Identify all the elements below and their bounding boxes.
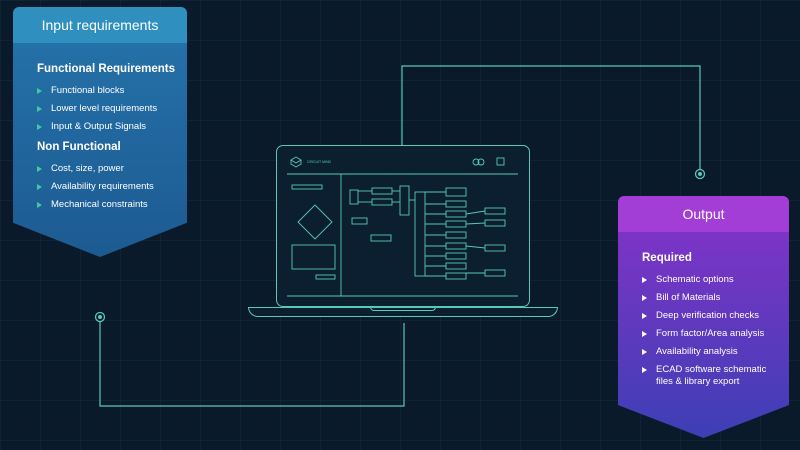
app-logo-icon [290, 156, 302, 168]
window-icon [496, 157, 505, 166]
list-item: Form factor/Area analysis [642, 328, 789, 340]
functional-requirements-heading: Functional Requirements [37, 63, 176, 75]
laptop-trackpad-notch [370, 307, 436, 311]
bullet-triangle-icon [37, 201, 42, 208]
bullet-triangle-icon [642, 366, 647, 373]
list-item: Availability analysis [642, 346, 789, 358]
list-item: ECAD software schematic files & library … [642, 364, 789, 388]
output-panel: Output Required Schematic options Bill o… [618, 196, 789, 438]
bullet-triangle-icon [37, 123, 42, 130]
list-item: Functional blocks [37, 85, 187, 97]
bullet-triangle-icon [37, 105, 42, 112]
output-panel-body: Required Schematic options Bill of Mater… [618, 232, 789, 438]
schematic-editor-illustration: CIRCUIT MIND [287, 156, 518, 297]
input-panel-title: Input requirements [13, 7, 187, 43]
laptop-screen: CIRCUIT MIND [276, 145, 530, 307]
bullet-triangle-icon [37, 87, 42, 94]
toggle-icon [472, 158, 480, 166]
bullet-triangle-icon [642, 312, 647, 319]
wire-input-to-laptop [99, 317, 405, 407]
required-heading: Required [642, 252, 692, 264]
list-item: Availability requirements [37, 181, 187, 193]
list-item: Lower level requirements [37, 103, 187, 115]
bullet-triangle-icon [37, 165, 42, 172]
output-panel-title: Output [618, 196, 789, 232]
bullet-triangle-icon [642, 294, 647, 301]
wire-laptop-to-output [401, 65, 701, 174]
bullet-triangle-icon [642, 330, 647, 337]
list-item: Bill of Materials [642, 292, 789, 304]
required-output-list: Schematic options Bill of Materials Deep… [642, 274, 789, 388]
input-panel-body: Functional Requirements Functional block… [13, 43, 187, 257]
input-requirements-panel: Input requirements Functional Requiremen… [13, 7, 187, 257]
non-functional-list: Cost, size, power Availability requireme… [37, 163, 187, 211]
app-logo-text: CIRCUIT MIND [307, 160, 332, 164]
non-functional-heading: Non Functional [37, 141, 121, 153]
bullet-triangle-icon [642, 276, 647, 283]
list-item: Schematic options [642, 274, 789, 286]
bullet-triangle-icon [37, 183, 42, 190]
list-item: Mechanical constraints [37, 199, 187, 211]
list-item: Deep verification checks [642, 310, 789, 322]
list-item: Input & Output Signals [37, 121, 187, 133]
bullet-triangle-icon [642, 348, 647, 355]
list-item: Cost, size, power [37, 163, 187, 175]
functional-requirements-list: Functional blocks Lower level requiremen… [37, 85, 187, 133]
